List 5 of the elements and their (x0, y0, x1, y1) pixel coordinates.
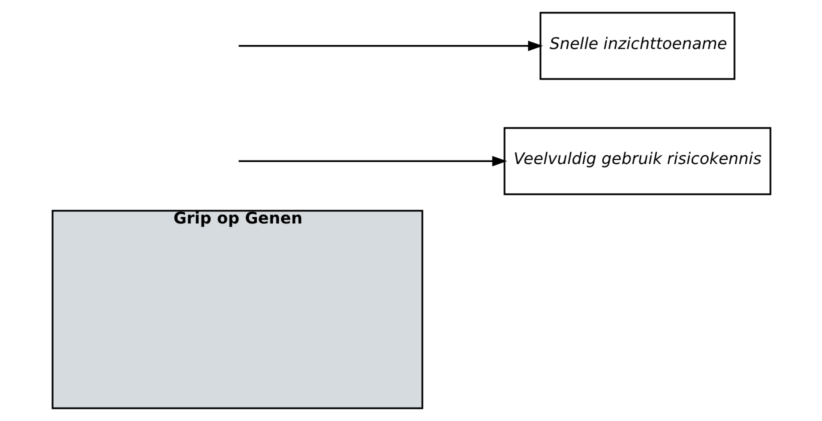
node-box: Veelvuldig gebruik risicokennis (503, 127, 771, 196)
node-box: Grip op Genen (51, 210, 423, 410)
arrow (238, 40, 542, 52)
arrow (238, 156, 507, 166)
node-box: Snelle inzichttoename (539, 12, 735, 80)
